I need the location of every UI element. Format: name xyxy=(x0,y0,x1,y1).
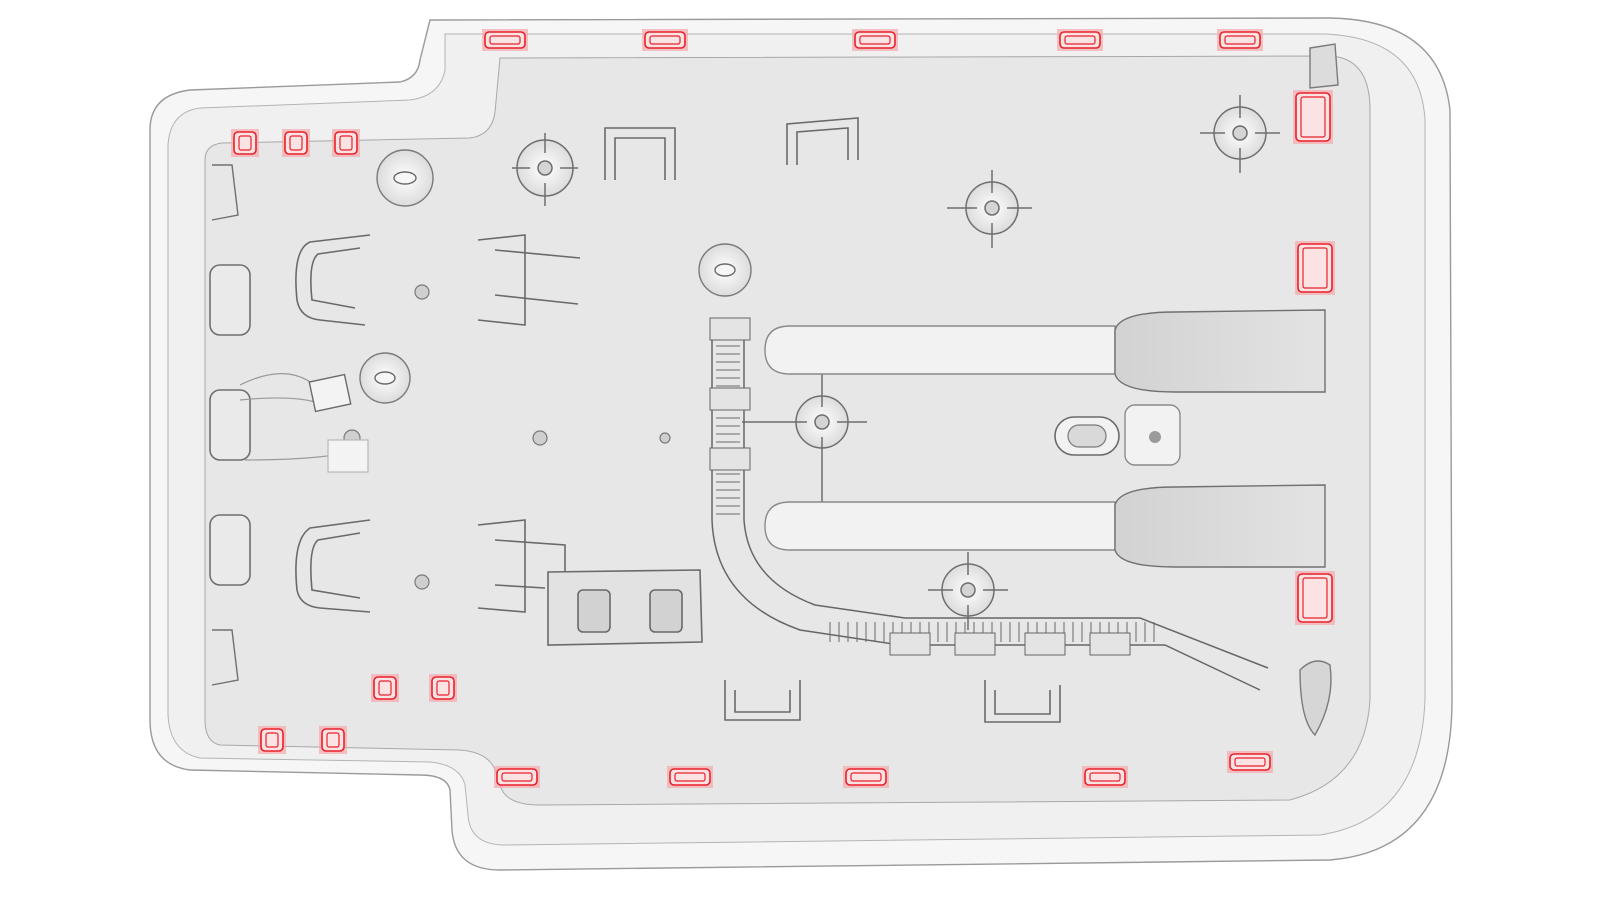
retaining-clip xyxy=(494,766,540,788)
retaining-clip xyxy=(332,129,360,157)
cable-track-clamp xyxy=(954,632,996,656)
retaining-clip xyxy=(1082,766,1128,788)
cable-track-clamp xyxy=(1024,632,1066,656)
retaining-clip xyxy=(258,726,286,754)
oval-bosses xyxy=(359,149,752,404)
retaining-clip xyxy=(1227,751,1273,773)
retaining-clip xyxy=(1217,29,1263,51)
retaining-clip xyxy=(482,29,528,51)
retaining-clip xyxy=(231,129,259,157)
retaining-clip xyxy=(843,766,889,788)
cross-bosses xyxy=(512,95,1280,630)
right-corner-details xyxy=(1299,43,1339,737)
storage-tray xyxy=(547,569,703,646)
retaining-clip xyxy=(1057,29,1103,51)
u-brackets-left xyxy=(295,234,371,613)
retaining-clip xyxy=(1295,571,1335,625)
bottom-square-brackets xyxy=(724,680,1061,723)
retaining-clip xyxy=(667,766,713,788)
duct-tubes xyxy=(764,325,1116,551)
retaining-clip xyxy=(642,29,688,51)
retaining-clip xyxy=(1295,241,1335,295)
retaining-clips xyxy=(231,29,1335,788)
cable-track xyxy=(709,317,1269,691)
center-pocket xyxy=(1054,404,1181,466)
cable-track-clamp xyxy=(709,447,751,471)
foam-pads xyxy=(1114,309,1326,568)
retaining-clip xyxy=(1293,90,1333,144)
retaining-clip xyxy=(429,674,457,702)
cable-track-clamp xyxy=(709,387,751,411)
cable-track-clamp xyxy=(889,632,931,656)
top-square-brackets xyxy=(604,117,859,180)
cable-track-clamp xyxy=(709,317,751,341)
retaining-clip xyxy=(371,674,399,702)
left-wall-tabs xyxy=(211,164,239,686)
cable-track-clamp xyxy=(1089,632,1131,656)
retaining-clip xyxy=(852,29,898,51)
retaining-clip xyxy=(282,129,310,157)
left-sockets xyxy=(209,264,251,586)
wire-harness xyxy=(239,373,369,473)
retaining-clip xyxy=(319,726,347,754)
